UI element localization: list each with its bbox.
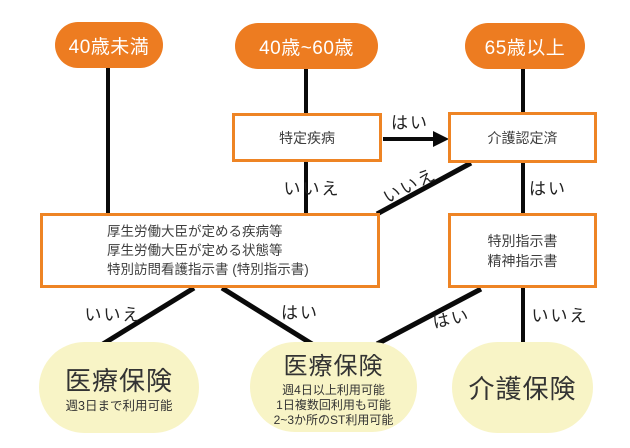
edge-instruction-yes-diagonal — [375, 286, 483, 347]
box-specified-disease-label: 特定疾病 — [279, 129, 335, 146]
mhlw-criteria-line1: 厚生労働大臣が定める疾病等 — [107, 224, 283, 239]
outcome-medical-extended-title: 医療保険 — [283, 353, 384, 380]
yes-label-care-certified: はい — [529, 179, 567, 199]
no-label-specified-disease: いいえ — [283, 179, 341, 199]
outcome-medical-extended-note2: 1日複数回利用も可能 — [276, 398, 391, 412]
mhlw-criteria-line3: 特別訪問看護指示書 (特別指示書) — [107, 262, 309, 277]
outcome-medical-limited-title: 医療保険 — [64, 366, 173, 396]
instruction-docs-line1: 特別指示書 — [487, 232, 558, 249]
box-mhlw-criteria: 厚生労働大臣が定める疾病等 厚生労働大臣が定める状態等 特別訪問看護指示書 (特… — [40, 213, 380, 288]
box-care-certified: 介護認定済 — [448, 112, 597, 163]
mhlw-criteria-line2: 厚生労働大臣が定める状態等 — [107, 243, 283, 258]
edge-criteria-no-diagonal — [101, 285, 196, 347]
age-pill-over-65-label: 65歳以上 — [484, 37, 566, 59]
outcome-medical-insurance-limited: 医療保険 週3日まで利用可能 — [39, 342, 199, 433]
age-pill-40-60-label: 40歳~60歳 — [259, 37, 354, 59]
arrowhead-right-icon — [433, 131, 449, 147]
instruction-docs-line2: 精神指示書 — [487, 252, 558, 269]
outcome-care-title: 介護保険 — [468, 374, 577, 404]
edge-criteria-yes-diagonal — [220, 285, 314, 347]
age-pill-under-40-label: 40歳未満 — [68, 36, 150, 58]
yes-label-criteria: はい — [281, 303, 319, 323]
outcome-medical-limited-note: 週3日まで利用可能 — [65, 399, 173, 413]
age-pill-over-65: 65歳以上 — [465, 23, 585, 69]
outcome-care-insurance: 介護保険 — [452, 342, 593, 433]
age-pill-under-40: 40歳未満 — [55, 22, 163, 68]
outcome-medical-extended-note1: 週4日以上利用可能 — [282, 383, 385, 397]
yes-label-specified-disease: はい — [391, 113, 429, 133]
outcome-medical-extended-note3: 2~3か所のST利用可能 — [273, 413, 394, 427]
edge-care-certified-no-diagonal — [375, 160, 473, 217]
age-pill-40-60: 40歳~60歳 — [235, 23, 378, 69]
box-specified-disease: 特定疾病 — [232, 113, 382, 162]
outcome-medical-insurance-extended: 医療保険 週4日以上利用可能 1日複数回利用も可能 2~3か所のST利用可能 — [250, 342, 417, 432]
box-care-certified-label: 介護認定済 — [487, 129, 558, 146]
no-label-instruction: いいえ — [531, 306, 589, 326]
no-label-criteria: いいえ — [84, 305, 142, 325]
box-instruction-docs: 特別指示書 精神指示書 — [448, 213, 597, 288]
